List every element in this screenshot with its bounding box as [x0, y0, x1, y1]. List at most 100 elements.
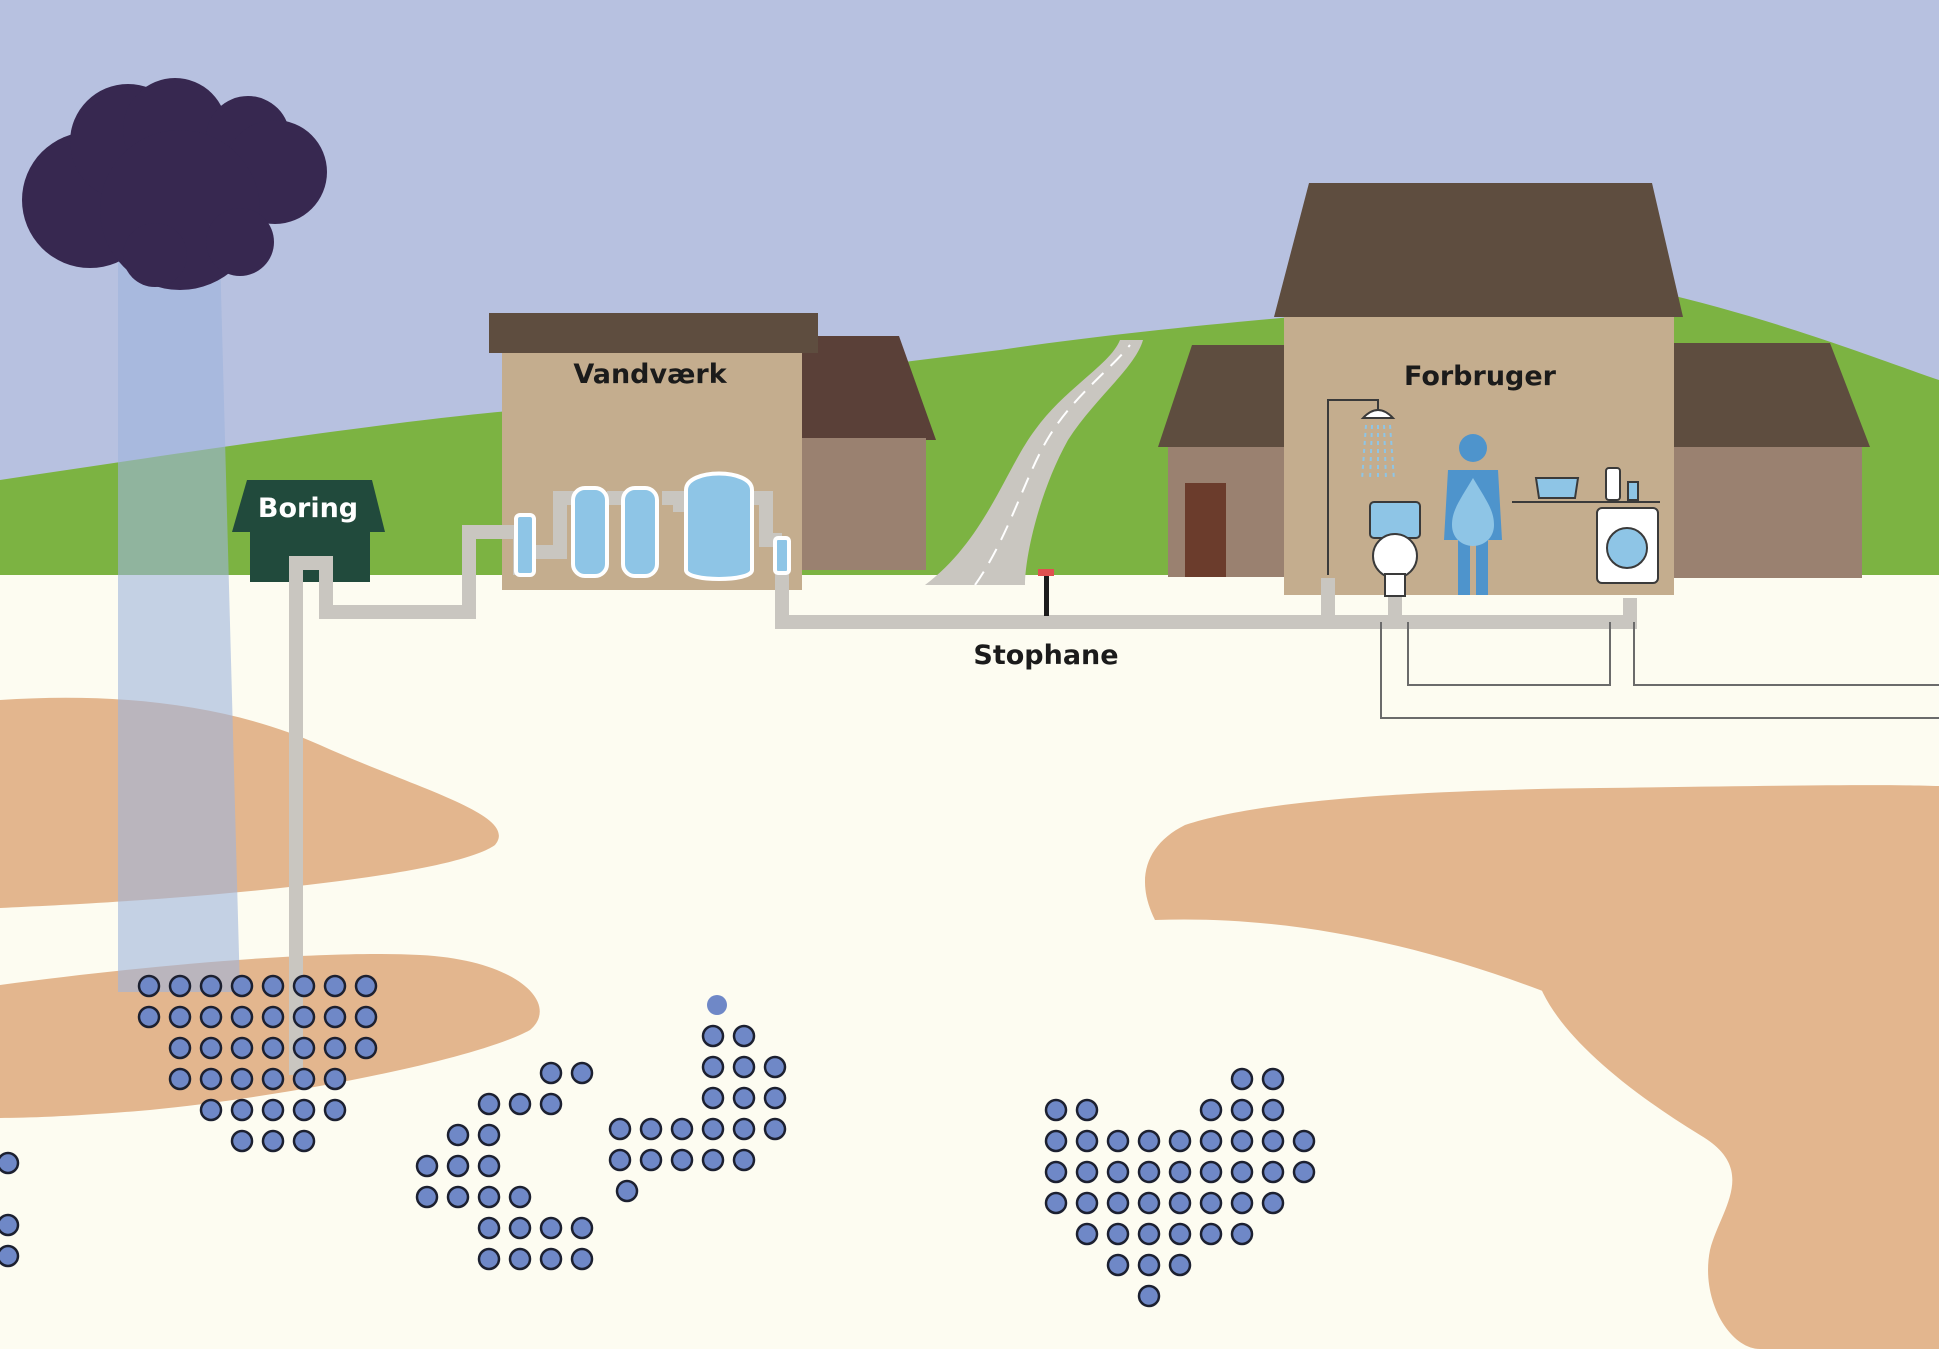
groundwater-dot-icon: [1106, 1222, 1130, 1246]
groundwater-dot-icon: [230, 1005, 254, 1029]
groundwater-dot-icon: [570, 1247, 594, 1271]
groundwater-dot-icon: [0, 1151, 20, 1175]
groundwater-dot-icon: [137, 1005, 161, 1029]
groundwater-dot-icon: [701, 1117, 725, 1141]
groundwater-dot-icon: [168, 1036, 192, 1060]
clay-layer: [0, 954, 540, 1118]
groundwater-dot-icon: [415, 1154, 439, 1178]
groundwater-dot-icon: [1137, 1129, 1161, 1153]
groundwater-dot-icon: [292, 1098, 316, 1122]
groundwater-dot-icon: [1106, 1129, 1130, 1153]
stopcock-label: Stophane: [973, 640, 1118, 671]
groundwater-dot-icon: [354, 1036, 378, 1060]
groundwater-dot-icon: [1137, 1191, 1161, 1215]
groundwater-dot-icon: [763, 1055, 787, 1079]
consumer-label: Forbruger: [1404, 361, 1557, 392]
cloud-icon: [22, 78, 327, 290]
groundwater-dot-icon: [1230, 1191, 1254, 1215]
groundwater-dot-icon: [168, 1067, 192, 1091]
groundwater-dot-icon: [230, 1129, 254, 1153]
washing-machine-icon: [1596, 507, 1659, 584]
groundwater-dot-icon: [1199, 1098, 1223, 1122]
groundwater-dot-icon: [230, 1036, 254, 1060]
groundwater-dot-icon: [1137, 1253, 1161, 1277]
rain-icon: [118, 255, 240, 992]
groundwater-dot-icon: [1106, 1253, 1130, 1277]
groundwater-dot-icon: [570, 1216, 594, 1240]
groundwater-dot-icon: [1168, 1160, 1192, 1184]
groundwater-dot-icon: [763, 1117, 787, 1141]
groundwater-dot-icon: [354, 1005, 378, 1029]
groundwater-dot-icon: [199, 974, 223, 998]
groundwater-dot-icon: [1075, 1160, 1099, 1184]
groundwater-dot-icon: [0, 1244, 20, 1268]
groundwater-dot-icon: [1075, 1129, 1099, 1153]
treatment-tank-icon: [514, 471, 791, 581]
groundwater-dot-icon: [477, 1154, 501, 1178]
groundwater-dot-icon: [1137, 1160, 1161, 1184]
groundwater-dot-icon: [732, 1055, 756, 1079]
groundwater-dot-icon: [292, 1067, 316, 1091]
groundwater-dot-icon: [261, 1067, 285, 1091]
groundwater-dot-icon: [508, 1247, 532, 1271]
groundwater-dot-icon: [137, 974, 161, 998]
groundwater-dot-icon: [261, 1036, 285, 1060]
groundwater-dot-icon: [1261, 1191, 1285, 1215]
groundwater-dot-icon: [701, 1055, 725, 1079]
groundwater-dot-icon: [1044, 1129, 1068, 1153]
groundwater-dot-icon: [292, 1005, 316, 1029]
groundwater-dot-icon: [670, 1117, 694, 1141]
groundwater-dot-icon: [639, 1117, 663, 1141]
groundwater-dot-icon: [1230, 1222, 1254, 1246]
groundwater-dot-icon: [1199, 1191, 1223, 1215]
groundwater-dot-icon: [261, 1005, 285, 1029]
groundwater-dot-icon: [199, 1005, 223, 1029]
groundwater-dot-icon: [707, 995, 727, 1015]
dishes-icon: [1512, 467, 1660, 503]
groundwater-dot-icon: [1261, 1129, 1285, 1153]
road-markings: [974, 344, 1131, 586]
groundwater-dot-icon: [0, 1213, 20, 1237]
groundwater-dot-icon: [446, 1123, 470, 1147]
groundwater-dot-icon: [701, 1148, 725, 1172]
groundwater-dot-icon: [1199, 1160, 1223, 1184]
groundwater-dot-icon: [570, 1061, 594, 1085]
groundwater-dot-icon: [539, 1092, 563, 1116]
groundwater-dot-icon: [615, 1179, 639, 1203]
groundwater-dot-icon: [1044, 1098, 1068, 1122]
groundwater-dot-icon: [1230, 1160, 1254, 1184]
groundwater-dot-icon: [415, 1185, 439, 1209]
groundwater-dot-icon: [732, 1024, 756, 1048]
groundwater-dot-icon: [477, 1092, 501, 1116]
groundwater-dot-icon: [1137, 1284, 1161, 1308]
groundwater-dot-icon: [508, 1185, 532, 1209]
groundwater-dot-icon: [477, 1216, 501, 1240]
borehole-label: Boring: [258, 493, 358, 524]
groundwater-dot-icon: [1168, 1191, 1192, 1215]
groundwater-dot-icon: [323, 1067, 347, 1091]
groundwater-dot-icon: [261, 974, 285, 998]
groundwater-dot-icon: [292, 1036, 316, 1060]
groundwater-dot-icon: [1168, 1129, 1192, 1153]
groundwater-dot-icon: [1106, 1191, 1130, 1215]
clay-layer: [1535, 970, 1939, 1349]
groundwater-dot-icon: [1292, 1160, 1316, 1184]
groundwater-dot-icon: [1044, 1160, 1068, 1184]
groundwater-dot-icon: [292, 974, 316, 998]
groundwater-dot-icon: [608, 1148, 632, 1172]
groundwater-dot-icon: [701, 1024, 725, 1048]
groundwater-dot-icon: [446, 1154, 470, 1178]
groundwater-dot-icon: [701, 1086, 725, 1110]
groundwater-dot-icon: [1230, 1067, 1254, 1091]
groundwater-dot-icon: [477, 1247, 501, 1271]
waterworks-label: Vandværk: [573, 359, 727, 390]
toilet-icon: [1369, 501, 1421, 597]
groundwater-dot-icon: [1168, 1222, 1192, 1246]
groundwater-dot-icon: [323, 974, 347, 998]
groundwater-dot-icon: [1292, 1129, 1316, 1153]
groundwater-dot-icon: [292, 1129, 316, 1153]
shower-icon: [1327, 399, 1396, 575]
groundwater-dot-icon: [261, 1129, 285, 1153]
groundwater-dot-icon: [732, 1148, 756, 1172]
